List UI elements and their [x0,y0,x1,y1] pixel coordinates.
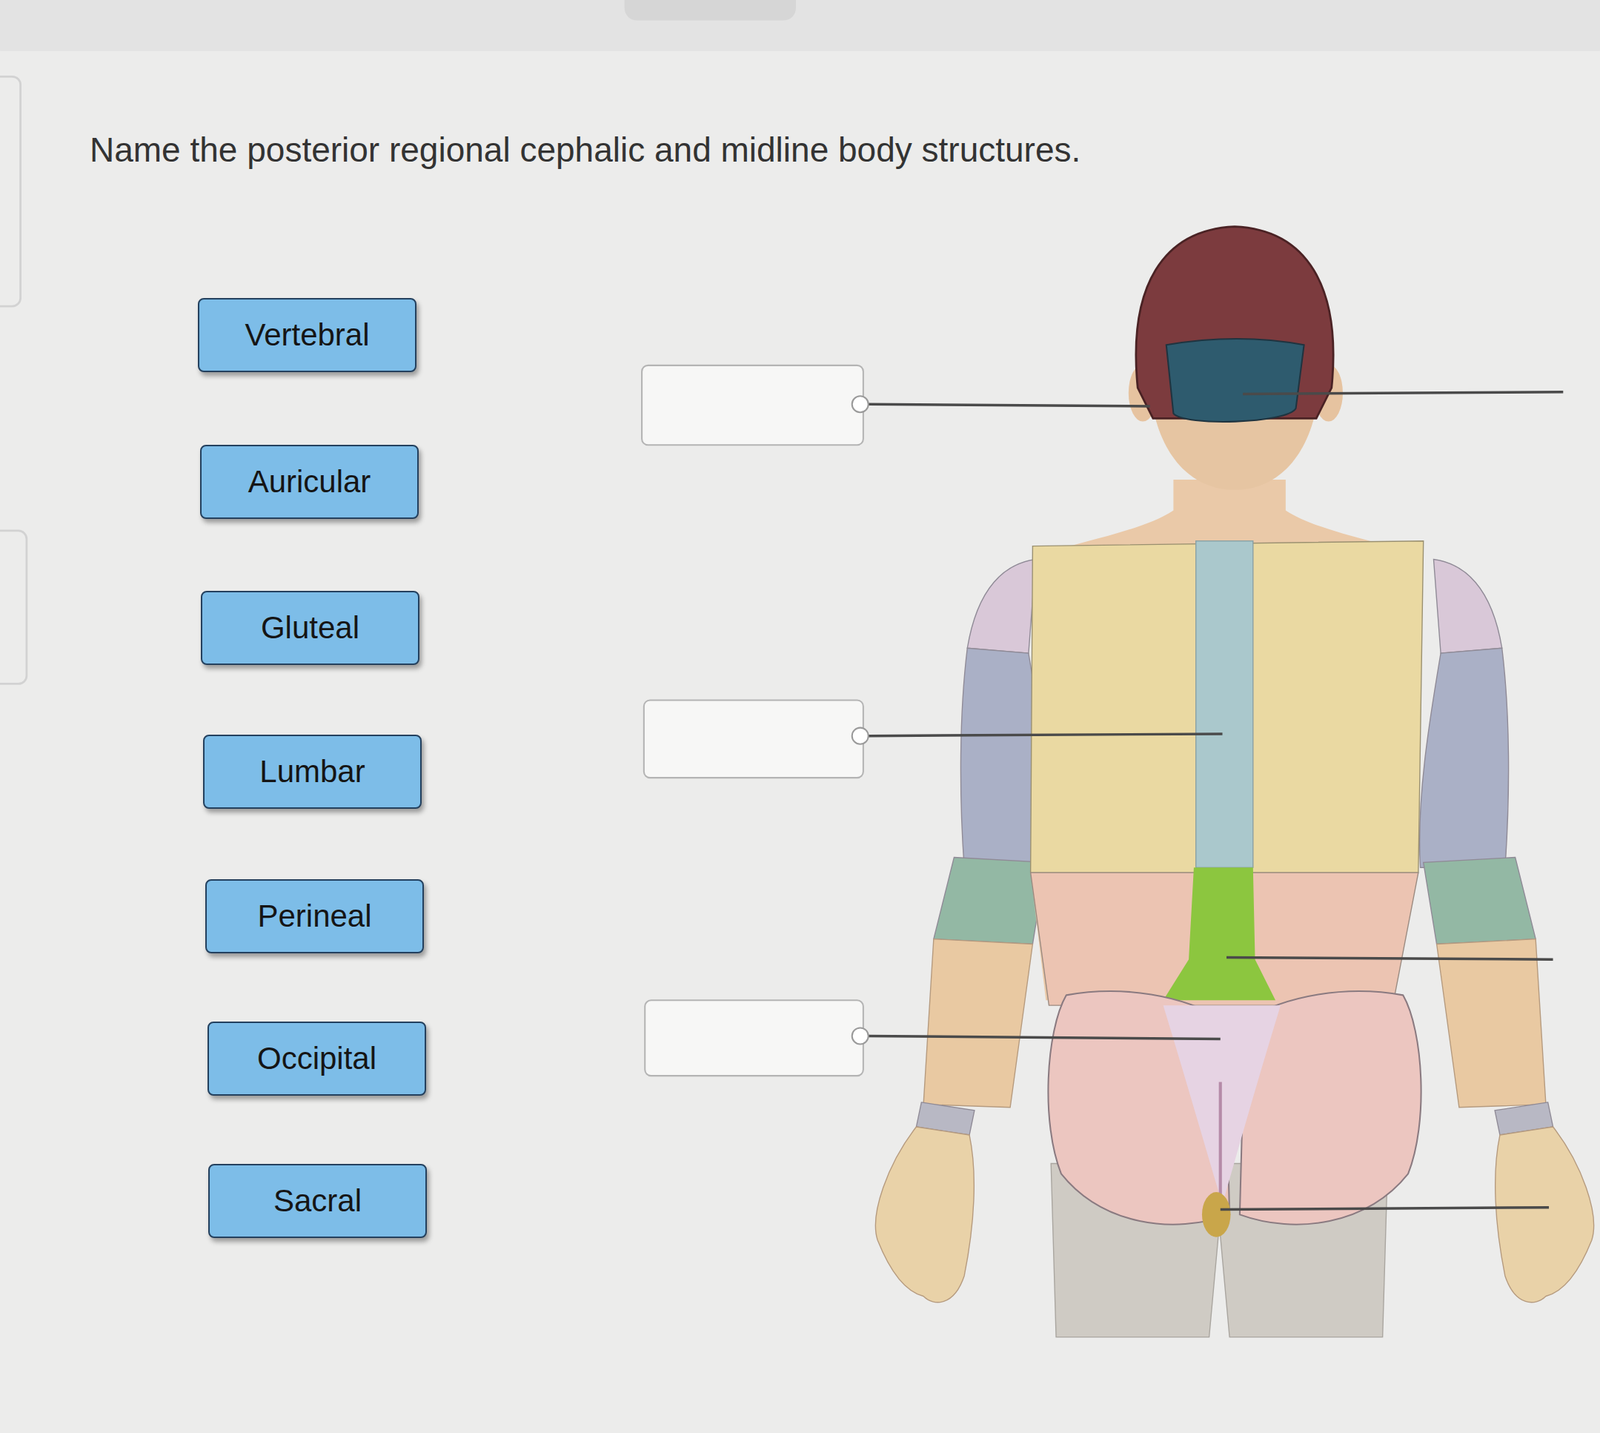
label-button: Lumbar [203,734,422,809]
label-button: Occipital [207,1021,427,1096]
sacral-region [1202,1191,1231,1237]
torso [1196,540,1254,868]
answer-box [641,365,864,1076]
leader-dot [852,727,869,745]
label-text: Gluteal [260,609,360,646]
label-button: Auricular [200,444,419,519]
arm [933,856,1046,944]
question-title: Name the posterior regional cephalic and… [89,129,1081,170]
sacral-region [1219,1081,1223,1204]
label-button: Perineal [205,878,424,954]
label-text: Vertebral [244,317,370,353]
label-text: Occipital [257,1040,377,1077]
leader-line [1220,1207,1549,1210]
label-text: Perineal [257,898,372,934]
leader-dot [852,1027,869,1044]
label-text: Auricular [248,463,372,500]
label-button: Gluteal [200,590,420,665]
page-chrome [0,530,27,685]
arm [875,1126,975,1303]
arm [923,938,1033,1108]
leader-line [868,392,1564,1210]
leader-line [1242,392,1563,395]
sacral-region [1163,1004,1281,1204]
leader-line [868,1035,1221,1039]
leader-line [868,403,1151,407]
torso [1163,867,1276,1000]
label-text: Lumbar [259,753,365,790]
leader-dot [852,395,869,413]
leader-line [1226,956,1554,959]
arm [875,558,1051,1302]
page-chrome [0,0,1600,52]
torso [1030,479,1424,1005]
answer-box [644,699,864,778]
sacral-region [1163,1004,1281,1237]
arm [967,558,1036,653]
page-chrome [0,76,21,307]
torso [1030,540,1424,873]
head [1128,226,1343,490]
arm [1419,558,1595,1302]
leader-dot [852,395,869,1044]
answer-box [641,365,864,445]
page-chrome [624,0,796,21]
head [1166,338,1305,422]
label-button: Sacral [208,1163,427,1238]
label-text: Sacral [273,1182,362,1219]
answer-box [644,999,864,1076]
leader-line [868,733,1223,736]
label-button: Vertebral [197,297,417,373]
